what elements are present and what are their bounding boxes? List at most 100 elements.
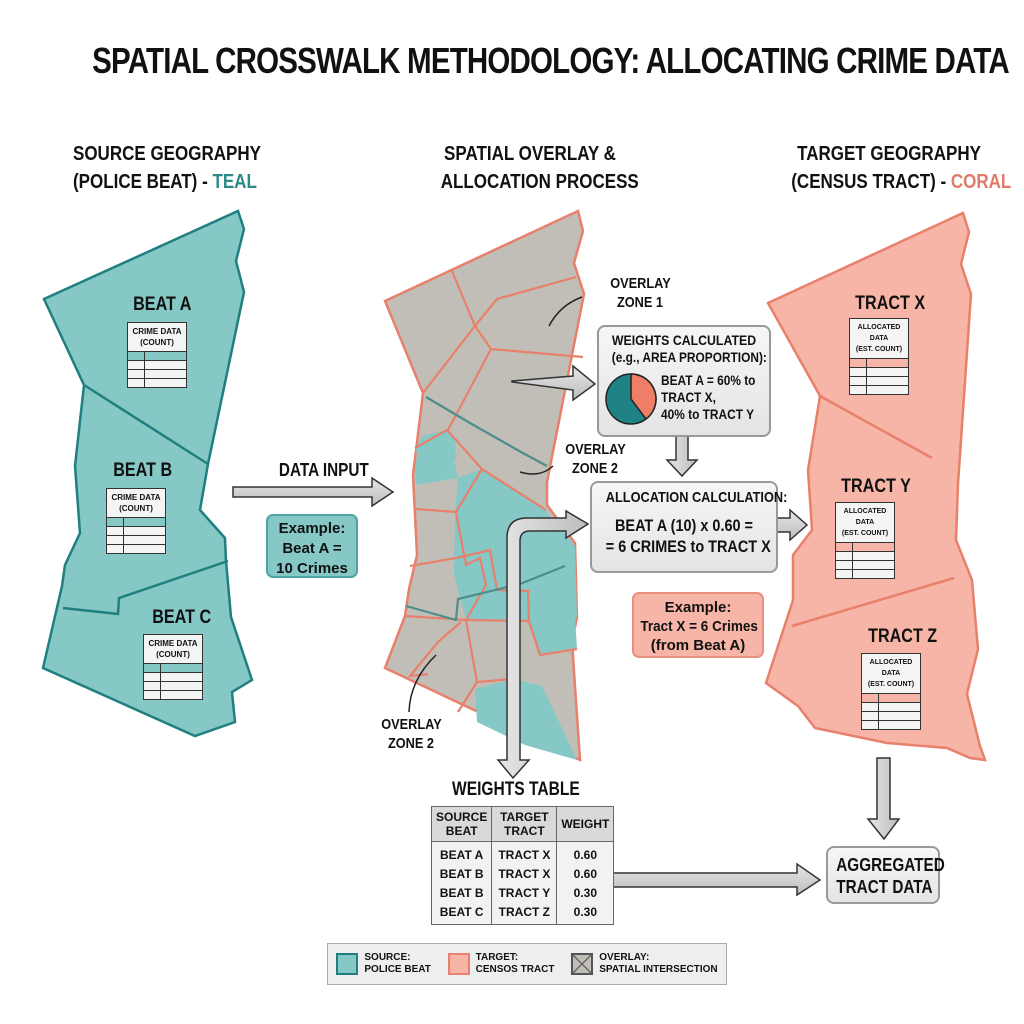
table-header-line2: (COUNT) — [156, 650, 190, 659]
weights-text3: 40% to TRACT Y — [661, 406, 755, 422]
tract-x-allocated-table: ALLOCATED DATA(EST. COUNT) — [849, 318, 909, 395]
cell-target: TRACT X — [491, 865, 558, 884]
table-header-line1: ALLOCATED DATA — [843, 508, 887, 526]
tract-z-allocated-table: ALLOCATED DATA(EST. COUNT) — [861, 653, 921, 730]
table-row: BEAT B TRACT X 0.60 — [430, 865, 615, 884]
weights-box-detail: BEAT A = 60% to TRACT X, 40% to TRACT Y — [661, 372, 755, 423]
example-line2: Beat A = — [282, 540, 342, 557]
overlay-zone-2b-label: OVERLAY ZONE 2 — [381, 715, 441, 753]
table-header-line1: CRIME DATA — [111, 493, 161, 502]
teal-word: TEAL — [212, 171, 257, 193]
legend-item-source: SOURCE:POLICE BEAT — [336, 952, 431, 976]
weights-box-line1: WEIGHTS CALCULATED — [611, 332, 757, 348]
data-input-arrow — [232, 476, 395, 508]
overlay-header-line2: ALLOCATION PROCESS — [440, 171, 639, 193]
cell-weight: 0.60 — [556, 865, 615, 884]
tracts-to-aggregated-arrow — [866, 757, 901, 841]
target-header-line2: (CENSUS TRACT) - CORAL — [791, 168, 1011, 196]
zone2-line2: ZONE 2 — [571, 460, 619, 477]
beat-b-crime-table: CRIME DATA (COUNT) — [106, 488, 166, 554]
cell-weight: 0.30 — [556, 903, 615, 925]
tract-x-table-header: ALLOCATED DATA(EST. COUNT) — [850, 319, 908, 359]
table-header-line2: (EST. COUNT) — [841, 530, 889, 537]
weights-to-allocation-arrow — [665, 432, 699, 478]
legend-item-target: TARGET:CENSOS TRACT — [447, 952, 555, 976]
tract-z-table-header: ALLOCATED DATA(EST. COUNT) — [862, 654, 920, 694]
source-map-police-beats — [41, 209, 254, 738]
beat-c-crime-table: CRIME DATA(COUNT) — [143, 634, 203, 700]
diagram-title: SPATIAL CROSSWALK METHODOLOGY: ALLOCATIN… — [92, 40, 1010, 81]
zone2b-line1: OVERLAY — [381, 716, 442, 733]
beat-region-outline — [41, 209, 254, 738]
allocation-calculation-box: ALLOCATION CALCULATION: BEAT A (10) x 0.… — [590, 481, 787, 573]
table-row: BEAT C TRACT Z 0.30 — [430, 903, 615, 925]
overlay-teal-area — [529, 617, 577, 655]
coral-word: CORAL — [950, 171, 1012, 193]
beat-a-b-boundary — [83, 383, 209, 466]
legend-target-text: TARGET:CENSOS TRACT — [475, 952, 555, 975]
cell-target: TRACT Z — [491, 903, 558, 925]
table-header-line1: ALLOCATED DATA — [857, 324, 901, 342]
beat-a-label: BEAT A — [133, 294, 192, 315]
data-input-label: DATA INPUT — [278, 460, 369, 480]
aggregated-tract-data-box: AGGREGATED TRACT DATA — [826, 846, 945, 904]
legend-overlay-text: OVERLAY:SPATIAL INTERSECTION — [599, 952, 718, 975]
target-column-header: TARGET GEOGRAPHY (CENSUS TRACT) - CORAL — [791, 140, 1011, 196]
header-weight: WEIGHT — [556, 806, 615, 842]
cell-target: TRACT Y — [491, 884, 558, 903]
tract-y-z-boundary — [791, 576, 955, 628]
tract-y-label: TRACT Y — [841, 476, 911, 497]
tract-region-outline — [764, 211, 987, 762]
allocation-line1: BEAT A (10) x 0.60 = — [614, 516, 753, 535]
overlay-hatch-swatch-icon — [571, 953, 594, 975]
weights-box-line2: (e.g., AREA PROPORTION): — [611, 349, 767, 365]
cell-source: BEAT C — [430, 903, 493, 925]
overlay-map — [383, 209, 586, 763]
example-line3: 10 Crimes — [276, 560, 348, 577]
table-header-line2: (COUNT) — [140, 338, 174, 347]
alloc-example-line3: (from Beat A) — [650, 637, 746, 654]
aggregated-line2: TRACT DATA — [836, 877, 933, 897]
allocation-to-tract-arrow — [774, 508, 809, 542]
alloc-example-line2: Tract X = 6 Crimes — [640, 618, 758, 635]
tract-x-y-boundary — [819, 394, 933, 460]
tract-z-label: TRACT Z — [868, 626, 938, 647]
teal-swatch-icon — [336, 953, 359, 975]
overlay-teal-area — [475, 679, 577, 760]
table-header-line1: CRIME DATA — [132, 327, 182, 336]
tract-x-label: TRACT X — [855, 293, 926, 314]
zone2-line1: OVERLAY — [565, 441, 626, 458]
table-header-line2: (EST. COUNT) — [867, 681, 915, 688]
cell-target: TRACT X — [491, 841, 558, 865]
zone1-leader — [548, 296, 583, 327]
overlay-header-line1: SPATIAL OVERLAY & — [444, 143, 616, 165]
cell-weight: 0.30 — [556, 884, 615, 903]
beat-b-label: BEAT B — [113, 460, 173, 481]
cell-weight: 0.60 — [556, 841, 615, 865]
weights-table-title: WEIGHTS TABLE — [452, 779, 580, 800]
beat-a-crime-table: CRIME DATA (COUNT) — [127, 322, 187, 388]
alloc-example-line1: Example: — [664, 599, 732, 616]
beat-b-c-boundary — [62, 559, 229, 616]
weights-table-bent-arrow — [496, 509, 590, 780]
zone1-line2: ZONE 1 — [616, 294, 664, 311]
table-header-line2: (COUNT) — [119, 504, 153, 513]
target-map-census-tracts — [764, 211, 987, 762]
source-header-line2: (POLICE BEAT) - TEAL — [73, 168, 257, 196]
source-header-prefix: (POLICE BEAT) - — [73, 171, 213, 193]
aggregated-line1: AGGREGATED — [836, 855, 945, 875]
zone1-line1: OVERLAY — [610, 275, 671, 292]
allocation-example-callout: Example: Tract X = 6 Crimes (from Beat A… — [632, 592, 764, 658]
legend: SOURCE:POLICE BEAT TARGET:CENSOS TRACT O… — [327, 943, 727, 985]
weights-text2: TRACT X, — [661, 389, 716, 405]
overlay-zone-2-label: OVERLAY ZONE 2 — [565, 440, 625, 478]
source-header-line1: SOURCE GEOGRAPHY — [73, 143, 261, 165]
weights-text1: BEAT A = 60% to — [661, 372, 756, 388]
source-column-header: SOURCE GEOGRAPHY (POLICE BEAT) - TEAL — [73, 140, 261, 196]
zone2-leader — [519, 465, 554, 475]
data-input-example-callout: Example: Beat A = 10 Crimes — [266, 514, 358, 578]
